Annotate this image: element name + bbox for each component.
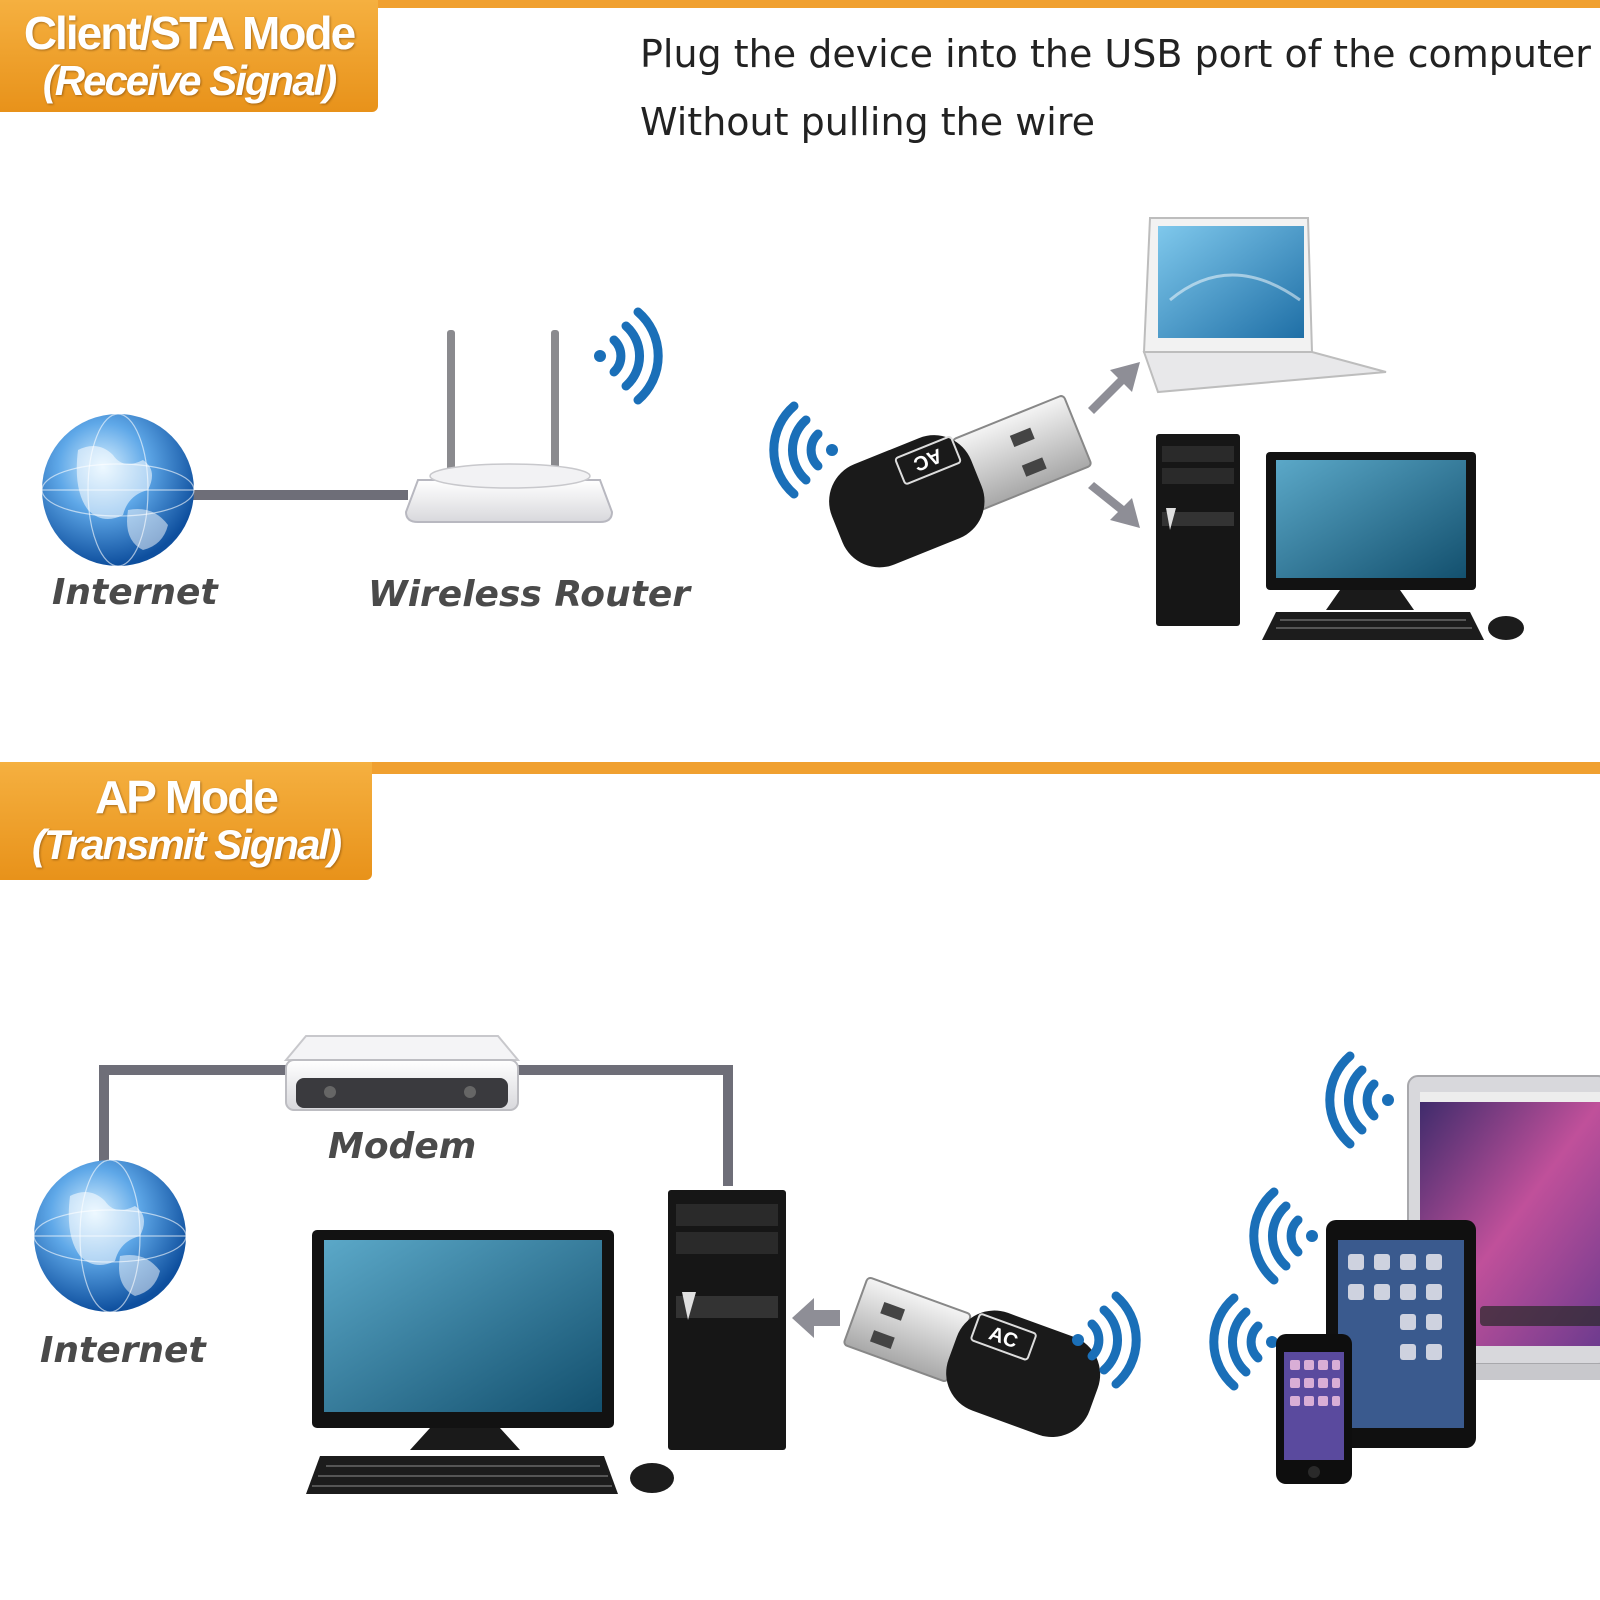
wifi-signal-icon <box>1249 1187 1318 1285</box>
wifi-signal-icon <box>769 401 838 499</box>
client-mode-badge: Client/STA Mode (Receive Signal) <box>0 0 378 112</box>
arrow-icon <box>1088 362 1140 414</box>
monitor-icon <box>1266 452 1476 610</box>
wifi-signal-icon <box>1209 1293 1278 1391</box>
instruction-line-2: Without pulling the wire <box>640 100 1095 144</box>
cable-internet-modem <box>99 1065 290 1162</box>
usb-dongle-icon: AC <box>829 395 1092 568</box>
router-label: Wireless Router <box>368 574 691 615</box>
ap-mode-badge: AP Mode (Transmit Signal) <box>0 762 372 880</box>
section-divider-middle <box>0 762 1600 774</box>
instruction-line-1: Plug the device into the USB port of the… <box>640 32 1591 76</box>
globe-icon <box>41 413 195 567</box>
modem-label: Modem <box>328 1126 477 1167</box>
internet-label-bottom: Internet <box>40 1330 206 1371</box>
laptop-icon <box>1142 217 1387 394</box>
modem-icon <box>283 1035 521 1111</box>
ap-mode-subtitle: (Transmit Signal) <box>31 821 342 868</box>
client-mode-title: Client/STA Mode <box>23 7 356 59</box>
tablet-icon <box>1326 1220 1476 1448</box>
ap-mode-title: AP Mode <box>95 771 279 823</box>
keyboard-icon <box>1262 612 1484 640</box>
usb-dongle-icon: AC <box>843 1276 1101 1438</box>
globe-icon <box>33 1159 187 1313</box>
wifi-signal-icon <box>1325 1051 1394 1149</box>
keyboard-icon <box>306 1456 618 1494</box>
wifi-signal-icon <box>1072 1291 1141 1389</box>
mouse-icon <box>630 1463 674 1493</box>
client-mode-subtitle: (Receive Signal) <box>42 57 337 104</box>
arrow-icon <box>1088 482 1140 528</box>
arrow-icon <box>792 1298 840 1338</box>
router-icon <box>404 330 614 523</box>
desktop-tower-icon <box>1156 434 1240 626</box>
section-divider-top <box>0 0 1600 8</box>
wifi-signal-icon <box>594 307 663 405</box>
monitor-icon <box>312 1230 614 1450</box>
phone-icon <box>1276 1334 1352 1484</box>
internet-label-top: Internet <box>52 572 218 613</box>
cable-modem-pc <box>510 1065 733 1186</box>
mouse-icon <box>1488 616 1524 640</box>
desktop-tower-icon <box>668 1190 786 1450</box>
